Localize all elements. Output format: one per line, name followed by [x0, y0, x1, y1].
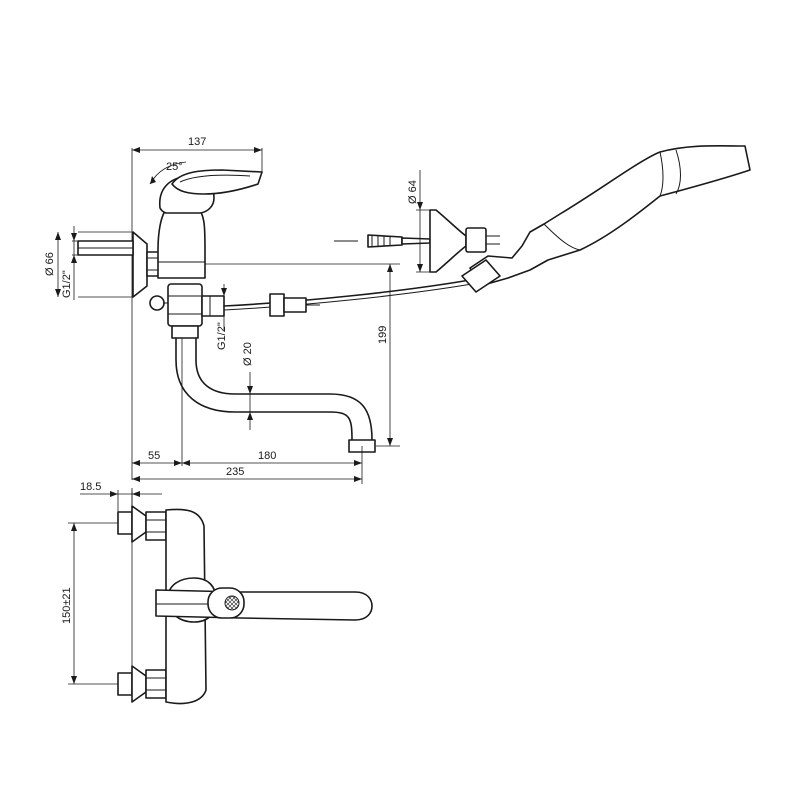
dim-label-150: 150±21	[61, 587, 73, 624]
dimension-outlet-thread: G1/2"	[216, 284, 228, 350]
dimension-18-5: 18.5	[80, 481, 162, 512]
hose-connector	[269, 293, 320, 317]
dimension-dia-20: Ø 20	[236, 342, 260, 430]
lower-inlet-pipe	[117, 672, 133, 696]
spout	[175, 337, 353, 447]
dim-label-inlet-thread: G1/2"	[61, 270, 73, 298]
dimension-137: 137	[132, 136, 263, 172]
dimension-150: 150±21	[61, 522, 118, 685]
dimension-199: 199	[205, 263, 400, 447]
front-view: 18.5 150±21	[61, 481, 373, 705]
dimension-dia-66: Ø 66	[44, 231, 132, 298]
dim-label-dia-66: Ø 66	[44, 252, 56, 276]
lever-handle	[171, 169, 263, 195]
hand-shower	[461, 144, 751, 293]
front-spout	[155, 589, 373, 621]
diverter-knob	[149, 295, 165, 311]
dim-label-55: 55	[148, 450, 160, 462]
mixer-body	[157, 206, 206, 279]
dim-label-outlet-thread: G1/2"	[216, 322, 228, 350]
front-knurl	[224, 595, 240, 611]
dim-label-180: 180	[258, 450, 276, 462]
dim-label-dia-20: Ø 20	[242, 342, 254, 366]
upper-escutcheon	[131, 505, 147, 543]
dim-label-18-5: 18.5	[80, 481, 101, 493]
shower-outlet	[201, 295, 225, 317]
dim-label-199: 199	[377, 326, 389, 344]
wall-plug-screw	[334, 234, 431, 248]
upper-inlet-pipe	[117, 511, 133, 535]
shower-hose	[223, 279, 471, 307]
dimension-horizontal-bottom: 55 180 235	[132, 338, 363, 484]
dimension-inlet-thread: G1/2"	[61, 226, 78, 300]
diverter-body	[167, 283, 203, 327]
dim-label-137: 137	[188, 136, 206, 148]
side-view: 137 25° Ø 66 G1/2" G1/2"	[44, 136, 751, 484]
spout-swivel-nut	[171, 325, 199, 339]
escutcheon	[132, 231, 148, 298]
dimension-dia-64: Ø 64	[407, 170, 436, 273]
dim-label-lever-angle: 25°	[166, 161, 183, 173]
dim-label-dia-64: Ø 64	[407, 180, 419, 204]
lower-escutcheon	[131, 665, 147, 703]
dim-label-235: 235	[226, 466, 244, 478]
shower-holder	[429, 209, 500, 273]
